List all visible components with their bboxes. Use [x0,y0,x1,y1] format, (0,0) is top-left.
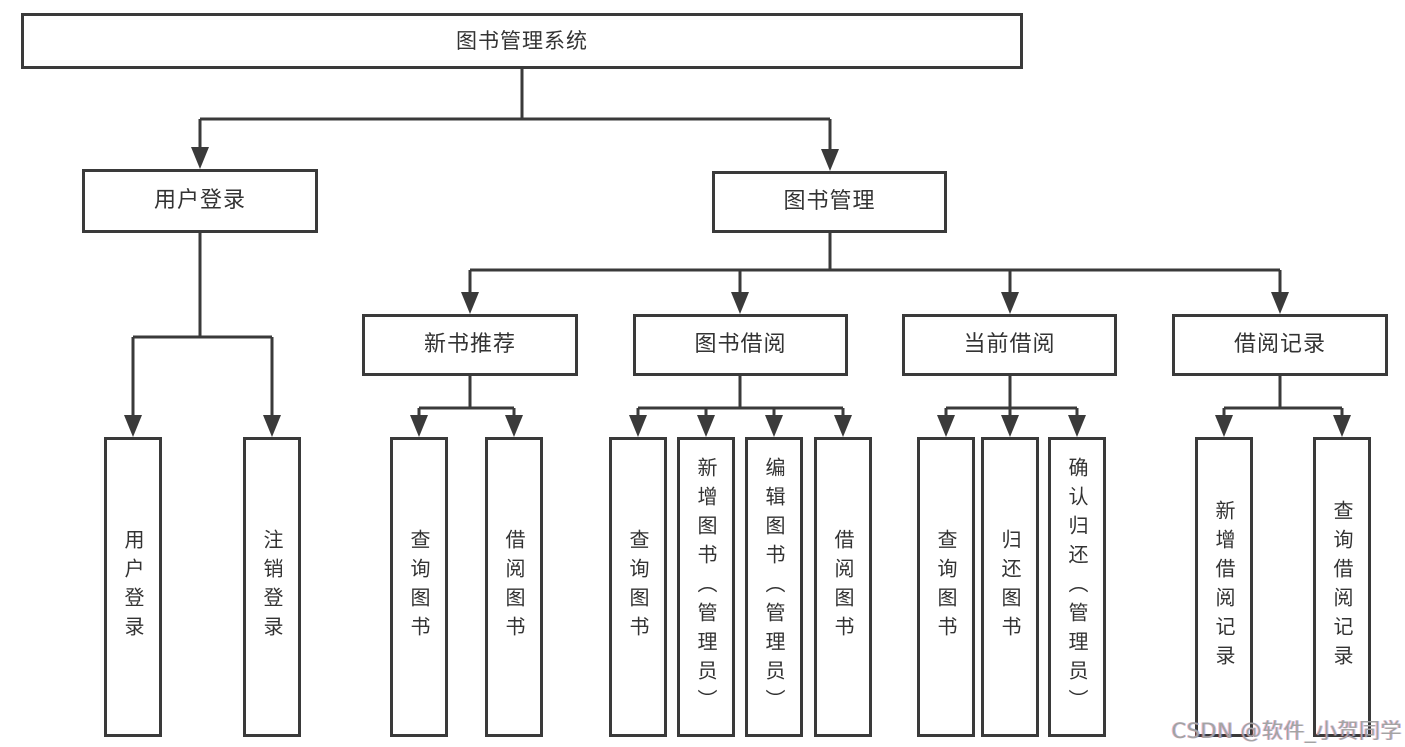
leaf-confirm-return-admin: 确认归还（管理员） [1048,437,1106,737]
leaf-logout: 注销登录 [243,437,301,737]
leaf-add-books-admin: 新增图书（管理员） [677,437,735,737]
node-current-borrowing-label: 当前借阅 [963,332,1056,357]
leaf-user-login-label: 用户登录 [121,529,145,645]
leaf-logout-label: 注销登录 [260,529,284,645]
node-current-borrowing: 当前借阅 [902,314,1117,376]
leaf-borrowing-query-books: 查询图书 [609,437,667,737]
leaf-borrowing-query-books-label: 查询图书 [626,529,650,645]
leaf-add-borrow-record: 新增借阅记录 [1195,437,1253,737]
leaf-return-books: 归还图书 [981,437,1039,737]
node-book-management: 图书管理 [712,171,947,233]
node-root: 图书管理系统 [21,13,1023,69]
leaf-query-borrow-record: 查询借阅记录 [1313,437,1371,737]
node-book-borrowing-label: 图书借阅 [694,332,787,357]
node-book-borrowing: 图书借阅 [633,314,848,376]
node-borrowing-records-label: 借阅记录 [1233,332,1326,357]
node-borrowing-records: 借阅记录 [1172,314,1388,376]
csdn-watermark: CSDN @软件_小贺同学 [1171,719,1402,743]
leaf-query-borrow-record-label: 查询借阅记录 [1330,500,1354,674]
leaf-add-borrow-record-label: 新增借阅记录 [1212,500,1236,674]
leaf-recommend-query-books: 查询图书 [390,437,448,737]
leaf-recommend-query-books-label: 查询图书 [407,529,431,645]
leaf-add-books-admin-label: 新增图书（管理员） [694,456,718,718]
leaf-return-books-label: 归还图书 [998,529,1022,645]
node-book-management-label: 图书管理 [783,189,876,214]
leaf-borrowing-borrow-books: 借阅图书 [814,437,872,737]
node-user-login: 用户登录 [82,169,318,233]
leaf-current-query-books-label: 查询图书 [934,529,958,645]
node-new-book-recommend: 新书推荐 [362,314,578,376]
leaf-edit-books-admin: 编辑图书（管理员） [745,437,803,737]
leaf-borrowing-borrow-books-label: 借阅图书 [831,529,855,645]
node-new-book-recommend-label: 新书推荐 [423,332,516,357]
node-user-login-label: 用户登录 [153,188,246,213]
leaf-edit-books-admin-label: 编辑图书（管理员） [762,456,786,718]
leaf-user-login: 用户登录 [104,437,162,737]
leaf-recommend-borrow-books-label: 借阅图书 [502,529,526,645]
node-root-label: 图书管理系统 [456,28,588,53]
leaf-confirm-return-admin-label: 确认归还（管理员） [1065,456,1089,718]
leaf-current-query-books: 查询图书 [917,437,975,737]
leaf-recommend-borrow-books: 借阅图书 [485,437,543,737]
